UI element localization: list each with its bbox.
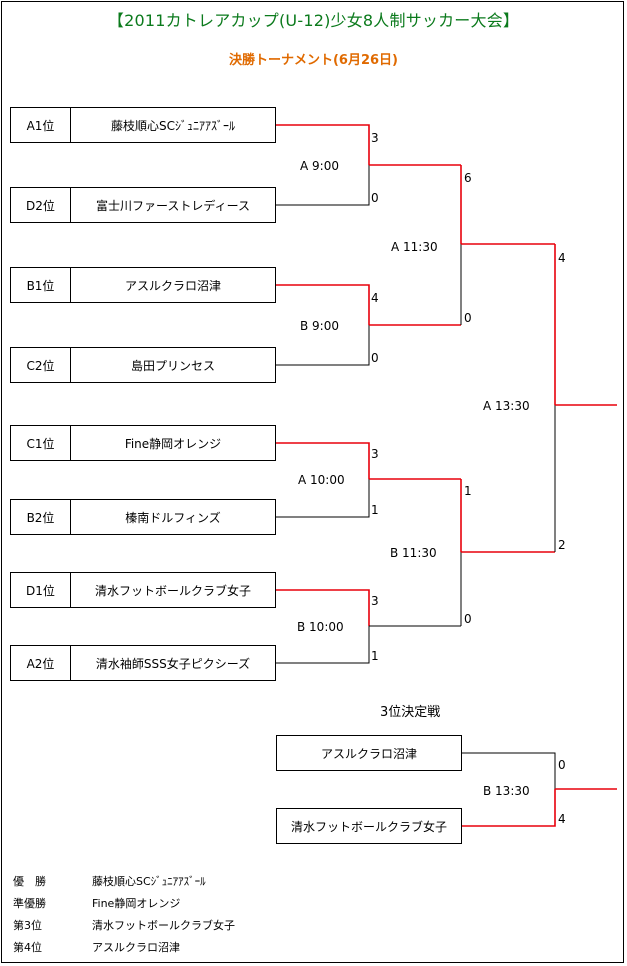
score: 4 <box>558 812 566 826</box>
result-team: Fine静岡オレンジ <box>92 897 181 910</box>
bracket-line <box>276 284 370 325</box>
match-label: A 10:00 <box>298 473 345 487</box>
result-team: アスルクラロ沼津 <box>92 941 180 954</box>
bracket-line <box>462 789 556 827</box>
bracket-line <box>276 165 370 206</box>
team-box: 榛南ドルフィンズ <box>70 499 276 535</box>
page-title: 【2011カトレアカップ(U-12)少女8人制サッカー大会】 <box>107 11 520 30</box>
seed-label: A2位 <box>10 645 70 681</box>
team-box: Fine静岡オレンジ <box>70 425 276 461</box>
match-label: B 13:30 <box>483 784 530 798</box>
score: 4 <box>558 251 566 265</box>
match-label: A 13:30 <box>483 399 530 413</box>
score: 3 <box>371 447 379 461</box>
result-rank: 準優勝 <box>13 897 46 910</box>
bracket-line <box>276 442 370 479</box>
result-rank: 第3位 <box>13 919 42 932</box>
seed-label: D2位 <box>10 187 70 223</box>
third-place-heading: 3位決定戦 <box>380 705 441 720</box>
match-label: B 11:30 <box>390 546 437 560</box>
bracket-line <box>276 325 370 366</box>
bracket-line <box>276 626 370 664</box>
seed-label: B2位 <box>10 499 70 535</box>
score: 1 <box>371 503 379 517</box>
result-rank: 優 勝 <box>13 875 46 888</box>
seed-label: D1位 <box>10 572 70 608</box>
score: 6 <box>464 171 472 185</box>
seed-label: C2位 <box>10 347 70 383</box>
score: 1 <box>464 484 472 498</box>
team-box: アスルクラロ沼津 <box>276 735 462 771</box>
bracket-line <box>276 479 370 518</box>
bracket-line <box>276 124 370 165</box>
result-team: 清水フットボールクラブ女子 <box>92 919 235 932</box>
seed-label: B1位 <box>10 267 70 303</box>
team-box: 清水フットボールクラブ女子 <box>276 808 462 844</box>
score: 2 <box>558 538 566 552</box>
match-label: A 11:30 <box>391 240 438 254</box>
score: 1 <box>371 649 379 663</box>
team-box: 清水袖師SSS女子ピクシーズ <box>70 645 276 681</box>
bracket-line <box>276 589 370 626</box>
match-label: B 9:00 <box>300 319 339 333</box>
match-label: B 10:00 <box>297 620 344 634</box>
team-box: 藤枝順心SCｼﾞｭﾆｱｱｽﾞｰﾙ <box>70 107 276 143</box>
seed-label: A1位 <box>10 107 70 143</box>
page-subtitle: 決勝トーナメント(6月26日) <box>228 53 399 68</box>
result-team: 藤枝順心SCｼﾞｭﾆｱｱｽﾞｰﾙ <box>92 875 206 888</box>
team-box: 富士川ファーストレディース <box>70 187 276 223</box>
result-rank: 第4位 <box>13 941 42 954</box>
score: 3 <box>371 131 379 145</box>
score: 0 <box>464 612 472 626</box>
seed-label: C1位 <box>10 425 70 461</box>
team-box: 島田プリンセス <box>70 347 276 383</box>
score: 0 <box>464 311 472 325</box>
score: 3 <box>371 594 379 608</box>
bracket-line <box>462 752 556 789</box>
score: 0 <box>558 758 566 772</box>
team-box: 清水フットボールクラブ女子 <box>70 572 276 608</box>
score: 0 <box>371 191 379 205</box>
score: 4 <box>371 291 379 305</box>
team-box: アスルクラロ沼津 <box>70 267 276 303</box>
match-label: A 9:00 <box>300 159 339 173</box>
score: 0 <box>371 351 379 365</box>
